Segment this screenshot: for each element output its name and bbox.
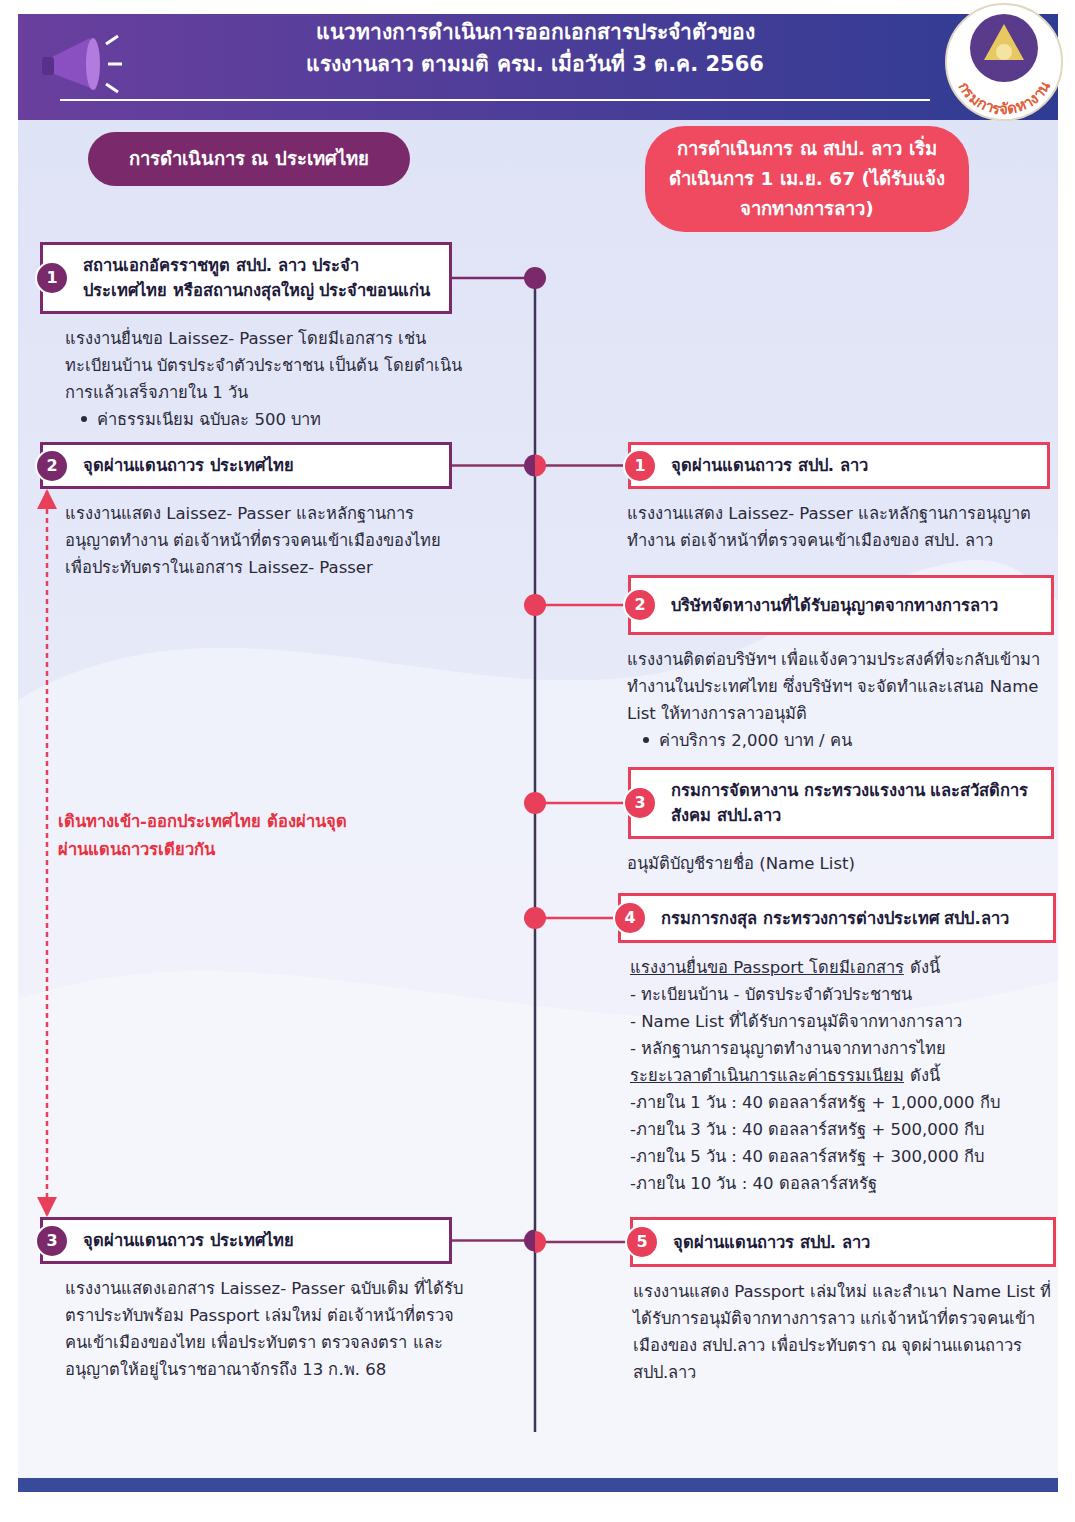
step-box: กรมการกงสุล กระทรวงการต่างประเทศ สปป.ลาว… [618, 893, 1056, 943]
step-description: แรงงานแสดง Passport เล่มใหม่ และสำเนา Na… [633, 1278, 1053, 1386]
step-heading: กรมการกงสุล กระทรวงการต่างประเทศ สปป.ลาว [661, 906, 1009, 931]
description-text: -ภายใน 5 วัน : 40 ดอลลาร์สหรัฐ + 300,000… [630, 1147, 984, 1166]
step-number: 3 [623, 786, 657, 820]
step-description: แรงงานยื่นขอ Laissez- Passer โดยมีเอกสาร… [65, 325, 465, 433]
svg-text:กรมการจัดหางาน: กรมการจัดหางาน [954, 77, 1054, 118]
step-box: จุดผ่านแดนถาวร ประเทศไทย3แรงงานแสดงเอกสา… [40, 1217, 452, 1264]
connector-stub [535, 604, 628, 607]
description-text: - ทะเบียนบ้าน - บัตรประจำตัวประชาชน [630, 985, 912, 1004]
description-text: แรงงานแสดง Laissez- Passer และหลักฐานการ… [627, 504, 1031, 550]
step-number: 1 [35, 261, 69, 295]
step-number: 2 [623, 588, 657, 622]
description-text: แรงงานยื่นขอ Laissez- Passer โดยมีเอกสาร… [65, 329, 462, 402]
timeline-dot [524, 267, 546, 289]
description-text: แรงงานยื่นขอ Passport โดยมีเอกสาร [630, 958, 904, 977]
description-text: -ภายใน 3 วัน : 40 ดอลลาร์สหรัฐ + 500,000… [630, 1120, 984, 1139]
description-line: -ภายใน 10 วัน : 40 ดอลลาร์สหรัฐ [630, 1170, 1058, 1197]
pill-text: การดำเนินการ ณ สปป. ลาว เริ่มดำเนินการ 1… [663, 134, 951, 224]
step-number: 3 [35, 1224, 69, 1258]
description-line: - Name List ที่ได้รับการอนุมัติจากทางการ… [630, 1008, 1058, 1035]
description-line: แรงงานแสดงเอกสาร Laissez- Passer ฉบับเดิ… [65, 1275, 465, 1383]
bullet-text: ค่าบริการ 2,000 บาท / คน [659, 731, 852, 750]
description-line: -ภายใน 5 วัน : 40 ดอลลาร์สหรัฐ + 300,000… [630, 1143, 1058, 1170]
timeline-line [534, 278, 537, 1432]
description-line: แรงงานยื่นขอ Passport โดยมีเอกสาร ดังนี้ [630, 954, 1058, 981]
step-heading: สถานเอกอัครราชทูต สปป. ลาว ประจำประเทศไท… [83, 253, 437, 303]
step-description: แรงงานแสดง Laissez- Passer และหลักฐานการ… [65, 500, 465, 581]
description-line: แรงงานติดต่อบริษัทฯ เพื่อแจ้งความประสงค์… [627, 646, 1047, 727]
step-description: แรงงานยื่นขอ Passport โดยมีเอกสารดังนี้-… [630, 954, 1058, 1197]
description-line: แรงงานแสดง Laissez- Passer และหลักฐานการ… [65, 500, 465, 581]
timeline-dot-half [535, 1231, 546, 1253]
description-line: -ภายใน 1 วัน : 40 ดอลลาร์สหรัฐ + 1,000,0… [630, 1089, 1058, 1116]
step-description: แรงงานติดต่อบริษัทฯ เพื่อแจ้งความประสงค์… [627, 646, 1047, 754]
description-text: แรงงานติดต่อบริษัทฯ เพื่อแจ้งความประสงค์… [627, 650, 1040, 723]
description-line: ค่าบริการ 2,000 บาท / คน [627, 727, 1047, 754]
timeline-dot-half [535, 455, 546, 477]
step-box: จุดผ่านแดนถาวร ประเทศไทย2แรงงานแสดง Lais… [40, 442, 452, 489]
step-number: 5 [625, 1225, 659, 1259]
step-description: แรงงานแสดงเอกสาร Laissez- Passer ฉบับเดิ… [65, 1275, 465, 1383]
description-line: แรงงานแสดง Passport เล่มใหม่ และสำเนา Na… [633, 1278, 1053, 1386]
connector-stub [452, 277, 535, 280]
bullet-dot [643, 737, 649, 743]
step-box: สถานเอกอัครราชทูต สปป. ลาว ประจำประเทศไท… [40, 242, 452, 314]
bullet-dot [81, 416, 87, 422]
step-number: 1 [623, 449, 657, 483]
description-line: ระยะเวลาดำเนินการและค่าธรรมเนียม ดังนี้ [630, 1062, 1058, 1089]
timeline-dot-half [524, 455, 535, 477]
step-description: อนุมัติบัญชีรายชื่อ (Name List) [627, 850, 1047, 877]
step-heading: จุดผ่านแดนถาวร สปป. ลาว [671, 453, 868, 478]
description-text: ดังนี้ [910, 958, 940, 977]
step-box: จุดผ่านแดนถาวร สปป. ลาว1แรงงานแสดง Laiss… [628, 442, 1050, 489]
description-line: อนุมัติบัญชีรายชื่อ (Name List) [627, 850, 1047, 877]
timeline-dot [524, 594, 546, 616]
connector-stub [535, 802, 628, 805]
section-pill: การดำเนินการ ณ สปป. ลาว เริ่มดำเนินการ 1… [645, 126, 969, 232]
section-pill: การดำเนินการ ณ ประเทศไทย [88, 132, 410, 186]
timeline-dot [524, 792, 546, 814]
bullet-text: ค่าธรรมเนียม ฉบับละ 500 บาท [97, 410, 321, 429]
description-line: - หลักฐานการอนุญาตทำงานจากทางการไทย [630, 1035, 1058, 1062]
description-text: อนุมัติบัญชีรายชื่อ (Name List) [627, 854, 855, 873]
step-heading: กรมการจัดหางาน กระทรวงแรงงาน และสวัสดิกา… [671, 778, 1039, 828]
pill-text: การดำเนินการ ณ ประเทศไทย [129, 144, 369, 174]
timeline-dot-half [524, 1230, 535, 1252]
step-number: 2 [35, 449, 69, 483]
step-number: 4 [613, 901, 647, 935]
description-text: ระยะเวลาดำเนินการและค่าธรรมเนียม [630, 1066, 904, 1085]
description-text: ดังนี้ [910, 1066, 940, 1085]
description-text: -ภายใน 10 วัน : 40 ดอลลาร์สหรัฐ [630, 1174, 877, 1193]
step-box: กรมการจัดหางาน กระทรวงแรงงาน และสวัสดิกา… [628, 767, 1054, 839]
description-line: - ทะเบียนบ้าน - บัตรประจำตัวประชาชน [630, 981, 1058, 1008]
description-text: แรงงานแสดง Laissez- Passer และหลักฐานการ… [65, 504, 441, 577]
description-text: -ภายใน 1 วัน : 40 ดอลลาร์สหรัฐ + 1,000,0… [630, 1093, 1000, 1112]
step-description: แรงงานแสดง Laissez- Passer และหลักฐานการ… [627, 500, 1047, 554]
description-line: ค่าธรรมเนียม ฉบับละ 500 บาท [65, 406, 465, 433]
description-text: แรงงานแสดง Passport เล่มใหม่ และสำเนา Na… [633, 1282, 1051, 1382]
description-text: แรงงานแสดงเอกสาร Laissez- Passer ฉบับเดิ… [65, 1279, 463, 1379]
description-text: - Name List ที่ได้รับการอนุมัติจากทางการ… [630, 1012, 962, 1031]
timeline-dot [524, 907, 546, 929]
dashed-arrow [46, 491, 49, 1215]
step-heading: จุดผ่านแดนถาวร ประเทศไทย [83, 453, 294, 478]
description-line: -ภายใน 3 วัน : 40 ดอลลาร์สหรัฐ + 500,000… [630, 1116, 1058, 1143]
description-text: - หลักฐานการอนุญาตทำงานจากทางการไทย [630, 1039, 946, 1058]
step-box: บริษัทจัดหางานที่ได้รับอนุญาตจากทางการลา… [628, 575, 1054, 635]
connector-stub [535, 917, 618, 920]
step-heading: บริษัทจัดหางานที่ได้รับอนุญาตจากทางการลา… [671, 593, 998, 618]
step-heading: จุดผ่านแดนถาวร สปป. ลาว [673, 1230, 870, 1255]
step-heading: จุดผ่านแดนถาวร ประเทศไทย [83, 1228, 294, 1253]
step-box: จุดผ่านแดนถาวร สปป. ลาว5แรงงานแสดง Passp… [630, 1217, 1056, 1267]
edge-label: เดินทางเข้า-ออกประเทศไทย ต้องผ่านจุดผ่าน… [58, 808, 348, 864]
description-line: แรงงานแสดง Laissez- Passer และหลักฐานการ… [627, 500, 1047, 554]
agency-logo: กรมการจัดหางาน [938, 0, 1068, 130]
diagram-title: แนวทางการดำเนินการออกเอกสารประจำตัวของแร… [170, 16, 900, 80]
description-line: แรงงานยื่นขอ Laissez- Passer โดยมีเอกสาร… [65, 325, 465, 406]
logo-text: กรมการจัดหางาน [954, 77, 1054, 118]
